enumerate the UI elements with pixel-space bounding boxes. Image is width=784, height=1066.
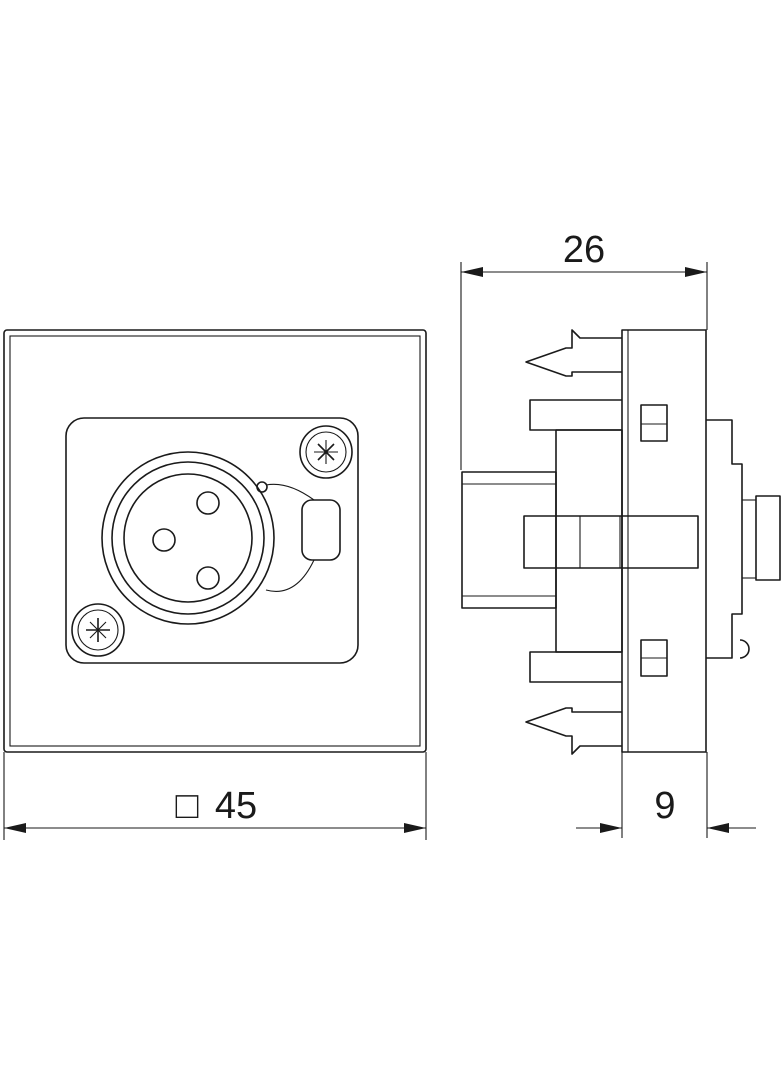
dimension-width-symbol: □ [176,785,199,827]
connector-nut [755,495,781,581]
latch-indicator [256,481,268,493]
rear-insert [461,471,557,609]
center-bar [523,515,699,569]
dimension-width [3,752,427,840]
clip-arm-top [525,329,622,377]
xlr-socket [101,451,341,625]
dimension-depth-label: 26 [563,229,605,271]
xlr-outer-ring [101,451,275,625]
plate-slot-top [640,404,668,442]
inner-arm-top [529,399,622,431]
dimension-depth [460,262,708,470]
dimension-width-label: 45 [215,785,257,827]
dimension-front-depth [576,752,756,838]
connector-flange [65,417,359,664]
front-view [3,329,427,753]
cover-plate-inner-edge [9,335,421,747]
pin-1 [196,491,220,515]
connector-front-protrusion [706,419,743,659]
pin-2 [152,528,176,552]
inner-arm-bottom [529,651,622,683]
xlr-latch [301,499,341,561]
pin-3 [196,566,220,590]
screw-bottom-left [71,603,125,657]
clip-arm-bottom [525,707,622,755]
side-front-plate [621,329,707,753]
side-view [461,329,781,755]
screw-top-right [299,425,353,479]
connector-body [555,429,623,653]
cover-plate-outline [3,329,427,753]
dimension-front-depth-label: 9 [654,785,675,827]
